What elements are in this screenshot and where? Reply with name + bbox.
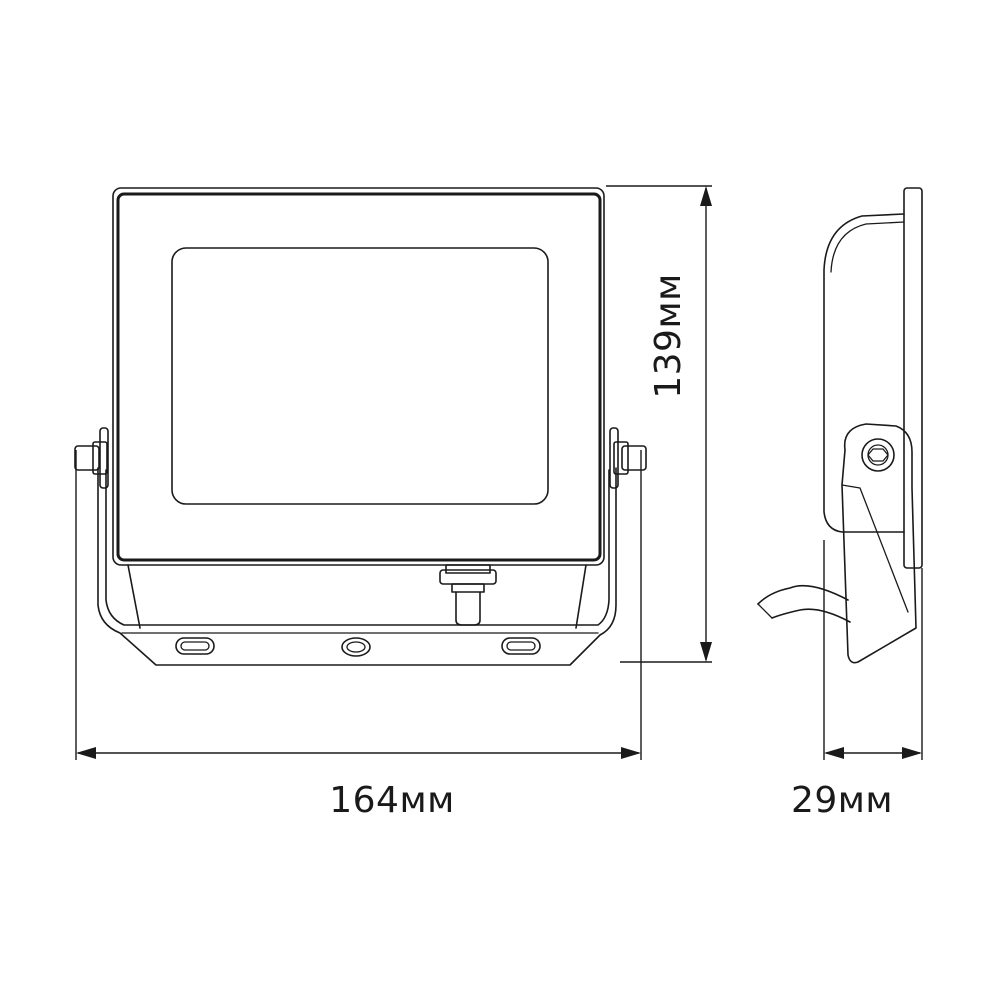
dimension-width <box>75 450 642 760</box>
bracket-hole-center <box>341 637 371 657</box>
side-front-plate <box>903 187 923 569</box>
mounting-bracket <box>97 467 617 666</box>
lens-window <box>171 247 549 505</box>
side-cable <box>757 584 851 623</box>
cable-gland <box>439 564 497 626</box>
pivot-bolt-right <box>609 427 647 489</box>
bracket-hole-center-inner <box>346 641 366 653</box>
bracket-slot-right-inner <box>506 641 536 651</box>
side-view <box>757 187 923 664</box>
side-pivot-bolt <box>861 438 895 472</box>
bottom-body <box>127 564 587 629</box>
bracket-slot-right <box>501 637 541 655</box>
side-bracket-arm <box>841 423 917 664</box>
bracket-slot-left <box>175 637 215 655</box>
bracket-slot-left-inner <box>180 641 210 651</box>
depth-label: 29мм <box>791 780 893 821</box>
front-view <box>74 187 647 666</box>
dimension-depth <box>823 540 923 760</box>
housing-inner <box>116 192 602 562</box>
width-label: 164мм <box>329 780 455 821</box>
housing-outer <box>112 187 605 566</box>
dimension-height <box>606 185 712 663</box>
side-housing <box>823 213 905 533</box>
pivot-bolt-left <box>74 427 109 489</box>
height-label: 139мм <box>648 273 689 399</box>
